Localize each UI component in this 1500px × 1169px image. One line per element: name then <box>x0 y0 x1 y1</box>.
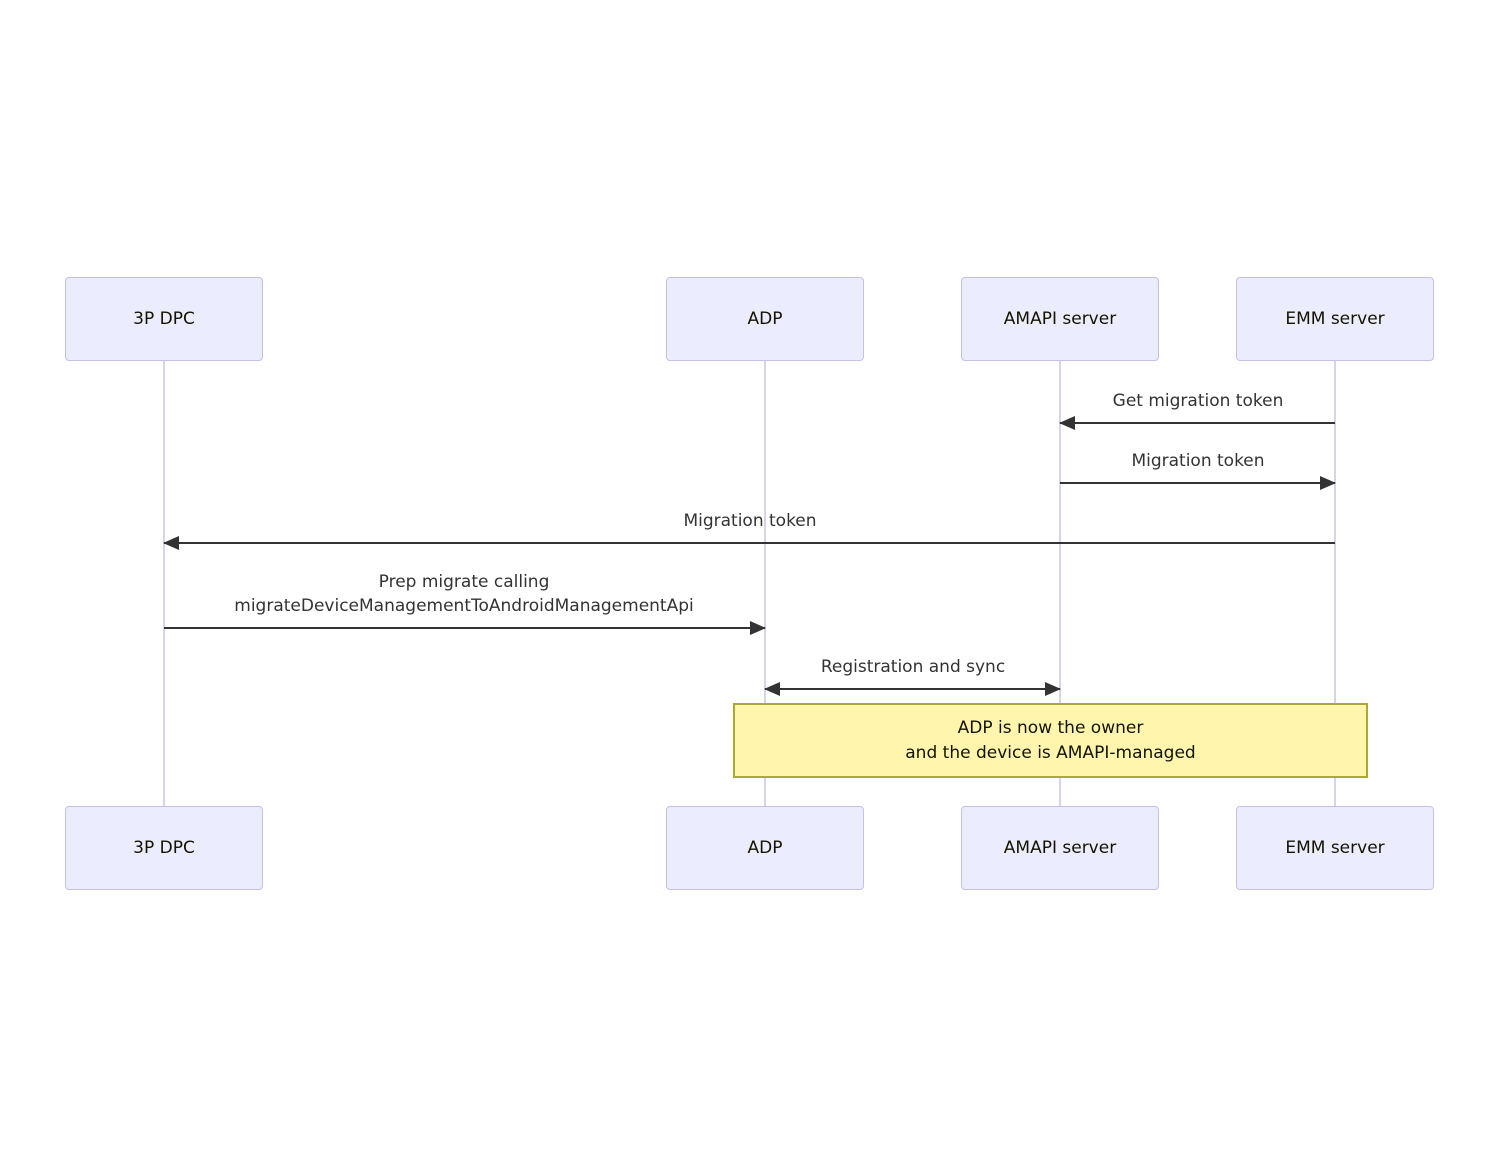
actor-bottom-3p-dpc: 3P DPC <box>65 806 263 890</box>
note-line1: ADP is now the owner <box>957 717 1144 738</box>
arrowhead-left-icon <box>764 682 780 696</box>
arrowhead-right-icon <box>1045 682 1061 696</box>
arrowhead-left-icon <box>1059 416 1075 430</box>
message-migration-token-to-dpc-label: Migration token <box>683 511 817 531</box>
actor-bottom-adp: ADP <box>666 806 864 890</box>
actor-label: EMM server <box>1285 309 1385 329</box>
message-migration-token-to-emm-arrow <box>1060 476 1336 490</box>
message-registration-and-sync-arrow <box>764 682 1061 696</box>
lifeline-adp <box>764 361 766 807</box>
message-migration-token-to-emm-label: Migration token <box>1131 451 1265 471</box>
actor-label: 3P DPC <box>133 838 195 858</box>
arrowhead-right-icon <box>1320 476 1336 490</box>
lifeline-3p-dpc <box>163 361 165 807</box>
actor-label: ADP <box>747 309 783 329</box>
message-registration-and-sync-label: Registration and sync <box>820 657 1006 677</box>
note-adp-owner: ADP is now the owner and the device is A… <box>733 703 1368 778</box>
message-prep-migrate-label: Prep migrate calling migrateDeviceManage… <box>234 570 693 618</box>
actor-label: 3P DPC <box>133 309 195 329</box>
actor-bottom-amapi-server: AMAPI server <box>961 806 1159 890</box>
lifeline-emm-server <box>1334 361 1336 807</box>
note-line2: and the device is AMAPI-managed <box>905 742 1196 763</box>
lifeline-amapi-server <box>1059 361 1061 807</box>
message-prep-migrate-label-line1: Prep migrate calling <box>378 572 550 592</box>
actor-label: AMAPI server <box>1003 309 1117 329</box>
actor-top-amapi-server: AMAPI server <box>961 277 1159 361</box>
actor-top-3p-dpc: 3P DPC <box>65 277 263 361</box>
actor-label: EMM server <box>1285 838 1385 858</box>
actor-top-emm-server: EMM server <box>1236 277 1434 361</box>
message-prep-migrate-label-line2: migrateDeviceManagementToAndroidManageme… <box>234 596 694 616</box>
actor-bottom-emm-server: EMM server <box>1236 806 1434 890</box>
arrowhead-left-icon <box>163 536 179 550</box>
actor-label: AMAPI server <box>1003 838 1117 858</box>
message-migration-token-to-dpc-arrow <box>163 536 1335 550</box>
message-get-migration-token-arrow <box>1059 416 1335 430</box>
actor-top-adp: ADP <box>666 277 864 361</box>
arrowhead-right-icon <box>750 621 766 635</box>
actor-label: ADP <box>747 838 783 858</box>
message-get-migration-token-label: Get migration token <box>1112 391 1284 411</box>
message-prep-migrate-arrow <box>164 621 766 635</box>
